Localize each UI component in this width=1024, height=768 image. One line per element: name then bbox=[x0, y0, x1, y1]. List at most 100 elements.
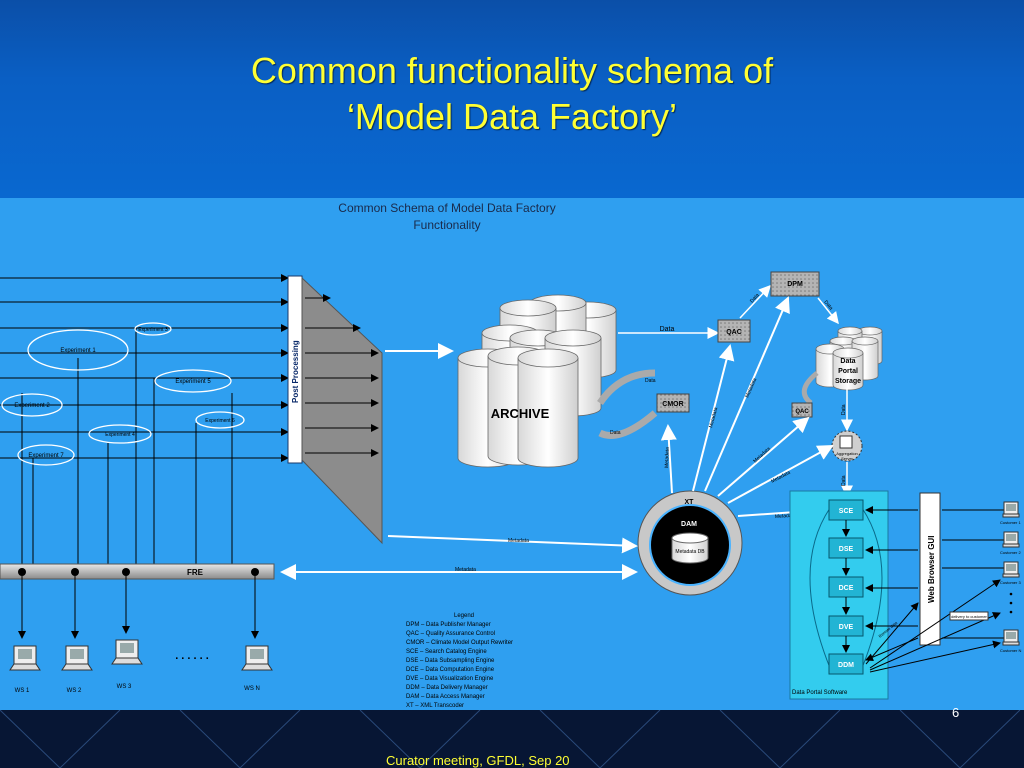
qac-label: QAC bbox=[726, 329, 742, 336]
customers bbox=[1002, 501, 1020, 646]
legend-item: DSE – Data Subsampling Engine bbox=[406, 658, 495, 664]
ddm-label: DDM bbox=[838, 662, 854, 669]
dce-label: DCE bbox=[839, 585, 854, 592]
legend-item: DAM – Data Access Manager bbox=[406, 694, 485, 700]
customer-3-icon bbox=[1002, 561, 1020, 578]
experiment-2-ellipse bbox=[1, 393, 63, 417]
schema-diagram: Common Schema of Model Data Factory Func… bbox=[0, 198, 1024, 710]
title-band: Common functionality schema of ‘Model Da… bbox=[0, 0, 1024, 198]
fre-nodes bbox=[18, 568, 259, 576]
dam-cmor-label: Metadata bbox=[664, 447, 671, 468]
slide-title: Common functionality schema of ‘Model Da… bbox=[0, 48, 1024, 140]
post-processing-funnel bbox=[301, 276, 383, 545]
footer-text: Curator meeting, GFDL, Sep 20 bbox=[386, 753, 570, 768]
dam-qac-label: Metadata bbox=[708, 407, 719, 429]
dpm-to-storage-label: Data bbox=[822, 299, 834, 311]
portal-boxes bbox=[828, 499, 864, 675]
dpm-label: DPM bbox=[787, 281, 803, 288]
customer-2-icon bbox=[1002, 531, 1020, 548]
experiment-3-ellipse bbox=[134, 322, 172, 336]
portal-storage-cylinders bbox=[815, 326, 883, 391]
funnel-to-dam-label: Metadata bbox=[508, 538, 529, 544]
dam-fanout-arrows bbox=[660, 296, 834, 519]
customer-n-icon bbox=[1002, 629, 1020, 646]
experiment-5-label: Experiment 5 bbox=[175, 379, 211, 385]
customer-1-label: Customer 1 bbox=[1000, 520, 1021, 525]
storage-label-line-3: Storage bbox=[835, 378, 861, 385]
ws-1-label: WS 1 bbox=[15, 688, 30, 694]
experiment-4-ellipse bbox=[88, 424, 152, 444]
dam-dpm-label: Metadata bbox=[744, 377, 758, 399]
dpm-box bbox=[770, 271, 820, 297]
cmor-loop-bottom bbox=[598, 410, 658, 439]
cmor-box bbox=[656, 393, 690, 413]
diagram-canvas: Common Schema of Model Data Factory Func… bbox=[0, 201, 1021, 709]
dse-label: DSE bbox=[839, 546, 854, 553]
cmor-bottom-label: Data bbox=[610, 430, 621, 436]
funnel-arrows bbox=[305, 294, 379, 457]
qac-to-dpm-label: Data bbox=[749, 292, 761, 304]
page-number: 6 bbox=[952, 705, 960, 720]
data-portal-software-label: Data Portal Software bbox=[792, 690, 848, 696]
storage-label-line-1: Data bbox=[840, 358, 855, 365]
dam-storage-label: Metadata bbox=[752, 446, 772, 465]
experiment-7-ellipse bbox=[17, 444, 75, 466]
legend-item: DDM – Data Delivery Manager bbox=[406, 685, 488, 691]
archive-label: ARCHIVE bbox=[491, 406, 550, 421]
ws-n-label: WS N bbox=[244, 686, 260, 692]
customer-2-label: Customer 2 bbox=[1000, 550, 1021, 555]
aggregation-label-line-1: Aggregation bbox=[836, 451, 858, 456]
ws-3-icon bbox=[111, 639, 143, 665]
aggregation-server-icon bbox=[839, 435, 853, 449]
storage-label-line-2: Portal bbox=[838, 368, 858, 375]
diagram-title-line-1: Common Schema of Model Data Factory bbox=[338, 201, 555, 215]
archive-to-qac-label: Data bbox=[660, 326, 675, 333]
ws-1-icon bbox=[9, 645, 41, 671]
dve-label: DVE bbox=[839, 624, 854, 631]
fre-dam-label: Metadata bbox=[455, 567, 476, 573]
legend-item: QAC – Quality Assurance Control bbox=[406, 631, 495, 637]
xt-label: XT bbox=[685, 499, 695, 506]
legend-item: DCE – Data Computation Engine bbox=[406, 667, 495, 673]
experiment-2-label: Experiment 2 bbox=[14, 403, 50, 409]
cmor-top-label: Data bbox=[645, 378, 656, 384]
legend-items: DPM – Data Publisher Manager QAC – Quali… bbox=[406, 622, 513, 709]
experiment-6-label: Experiment 6 bbox=[205, 418, 235, 424]
ws-ellipsis: . . . . . . bbox=[175, 650, 209, 662]
delivery-box bbox=[949, 611, 989, 621]
archive-cylinders bbox=[457, 294, 617, 468]
legend-item: CMOR – Climate Model Output Rewriter bbox=[406, 640, 513, 646]
ws-n-icon bbox=[241, 645, 273, 671]
delivery-arrows bbox=[869, 579, 1001, 673]
experiment-4-label: Experiment 4 bbox=[105, 432, 135, 438]
dpm-to-storage-line bbox=[817, 297, 839, 325]
ws-links bbox=[18, 576, 259, 639]
sce-label: SCE bbox=[839, 508, 854, 515]
legend-item: SCE – Search Catalog Engine bbox=[406, 649, 487, 655]
fre-bar bbox=[0, 563, 275, 580]
experiments bbox=[1, 322, 245, 466]
customer-n-label: Customer N bbox=[1000, 648, 1021, 653]
experiment-1-ellipse bbox=[27, 329, 129, 371]
experiment-7-label: Experiment 7 bbox=[28, 453, 64, 459]
legend-title: Legend bbox=[454, 613, 474, 619]
ws-2-label: WS 2 bbox=[67, 688, 82, 694]
qac-box bbox=[717, 319, 751, 343]
cmor-loop-top bbox=[597, 369, 656, 406]
experiment-1-label: Experiment 1 bbox=[60, 348, 96, 354]
web-browser-gui-panel bbox=[919, 492, 941, 646]
web-browser-gui-label: Web Browser GUI bbox=[927, 536, 936, 603]
legend-item: DPM – Data Publisher Manager bbox=[406, 622, 491, 628]
aggregation-to-sce-label: Data bbox=[841, 475, 847, 486]
slide-title-line-1: Common functionality schema of bbox=[250, 50, 774, 91]
customer-ellipsis bbox=[1009, 592, 1013, 614]
legend-item: DVE – Data Visualization Engine bbox=[406, 676, 494, 682]
bottom-band bbox=[0, 710, 1024, 768]
storage-qac-loop bbox=[801, 371, 819, 405]
experiment-6-ellipse bbox=[195, 411, 245, 429]
qac-to-dpm-line bbox=[739, 284, 772, 319]
dam-label: DAM bbox=[681, 521, 697, 528]
ddm-box bbox=[828, 653, 864, 675]
storage-to-aggregation-label: Data bbox=[841, 404, 847, 415]
post-processing-label: Post Processing bbox=[291, 340, 300, 403]
